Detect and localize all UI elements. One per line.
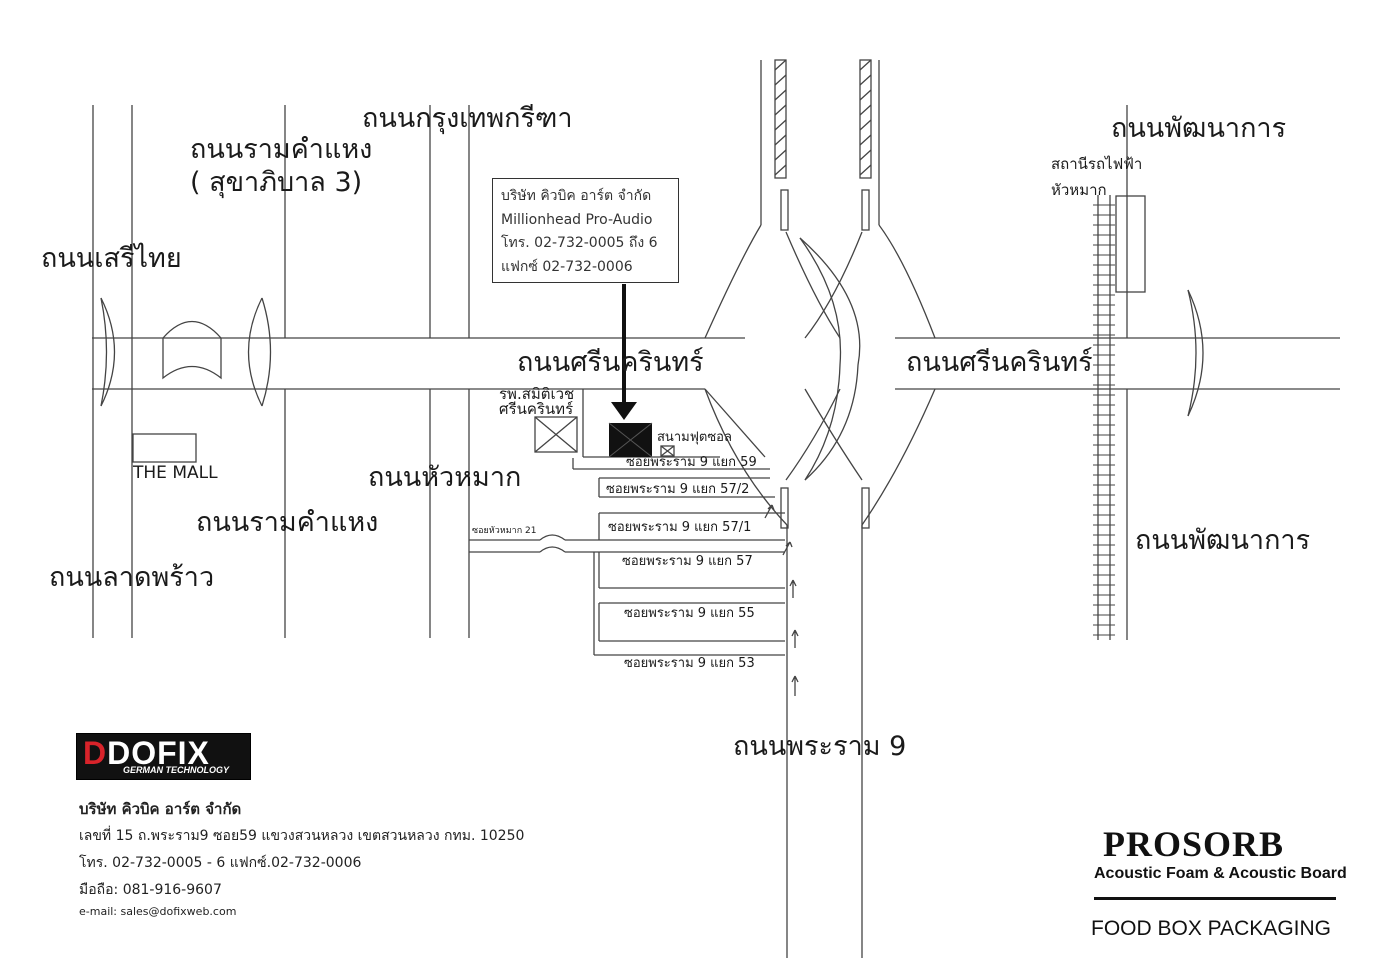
soi-label-53: ซอยพระราม 9 แยก 53 <box>624 656 755 671</box>
the-mall-label: THE MALL <box>133 463 218 483</box>
hospital-label-line1: รพ.สมิติเวช <box>499 385 575 403</box>
road-label-phatthanakan-bottom: ถนนพัฒนาการ <box>1135 525 1311 556</box>
road-label-srinakarin-left: ถนนศรีนครินทร์ <box>517 347 704 378</box>
company-mobile: มือถือ: 081-916-9607 <box>79 882 222 898</box>
station-building <box>1115 195 1146 293</box>
prosorb-tagline: Acoustic Foam & Acoustic Board <box>1094 865 1347 882</box>
football-field-label: สนามฟุตซอล <box>657 430 732 445</box>
overpass-arc-right <box>247 297 263 407</box>
soi-label-57-2: ซอยพระราม 9 แยก 57/2 <box>606 482 750 497</box>
station-label-line1: สถานีรถไฟฟ้า <box>1051 155 1143 173</box>
office-info-box: บริษัท คิวบิค อาร์ต จำกัด Millionhead Pr… <box>492 178 679 283</box>
company-phone: โทร. 02-732-0005 - 6 แฟกซ์.02-732-0006 <box>79 855 362 871</box>
office-box-company: บริษัท คิวบิค อาร์ต จำกัด <box>501 188 652 204</box>
road-label-krungthep-kreetha: ถนนกรุงเทพกรีฑา <box>362 103 573 134</box>
soi-label-59: ซอยพระราม 9 แยก 59 <box>626 455 757 470</box>
hospital-label-line2: ศรีนครินทร์ <box>499 400 574 418</box>
road-label-ramkhamhaeng-top: ถนนรามคำแหง <box>190 134 373 165</box>
road-label-hua-mak: ถนนหัวหมาก <box>368 462 522 493</box>
soi-huamak21-label: ซอยหัวหมาก 21 <box>472 526 537 536</box>
road-label-rama9: ถนนพระราม 9 <box>733 731 907 762</box>
office-box-phone: โทร. 02-732-0005 ถึง 6 <box>501 235 658 251</box>
soi-label-57: ซอยพระราม 9 แยก 57 <box>622 554 753 569</box>
prosorb-divider <box>1094 897 1336 900</box>
station-label-line2: หัวหมาก <box>1051 181 1107 199</box>
road-label-lat-phrao: ถนนลาดพร้าว <box>49 562 215 593</box>
road-label-phatthanakan-top: ถนนพัฒนาการ <box>1111 113 1287 144</box>
mall-bridge <box>162 321 222 380</box>
office-box-brand: Millionhead Pro-Audio <box>501 211 653 228</box>
road-label-seri-thai: ถนนเสรีไทย <box>41 243 182 274</box>
road-label-ramkhamhaeng-bottom: ถนนรามคำแหง <box>196 507 379 538</box>
company-email[interactable]: e-mail: sales@dofixweb.com <box>79 905 237 918</box>
company-name: บริษัท คิวบิค อาร์ต จำกัด <box>79 800 242 818</box>
road-label-srinakarin-right: ถนนศรีนครินทร์ <box>906 347 1093 378</box>
hospital-building <box>534 416 578 453</box>
prosorb-brand-name: PROSORB <box>1103 824 1285 864</box>
flyover-ellipse <box>799 237 861 481</box>
company-address: เลขที่ 15 ถ.พระราม9 ซอย59 แขวงสวนหลวง เข… <box>79 828 525 844</box>
dofix-logo-text: DDOFIX <box>83 735 210 771</box>
soi-label-57-1: ซอยพระราม 9 แยก 57/1 <box>608 520 752 535</box>
location-arrow-head <box>611 402 637 420</box>
office-box-fax: แฟกซ์ 02-732-0006 <box>501 258 633 275</box>
dofix-logo: DDOFIX GERMAN TECHNOLOGY <box>76 733 251 780</box>
dofix-logo-subtitle: GERMAN TECHNOLOGY <box>123 765 230 775</box>
food-box-packaging-label: FOOD BOX PACKAGING <box>1091 917 1331 940</box>
road-label-sukhaphiban3: ( สุขาภิบาล 3) <box>190 167 363 198</box>
soi-label-55: ซอยพระราม 9 แยก 55 <box>624 606 755 621</box>
overpass-arc-left <box>100 297 116 407</box>
the-mall-building <box>132 433 197 463</box>
